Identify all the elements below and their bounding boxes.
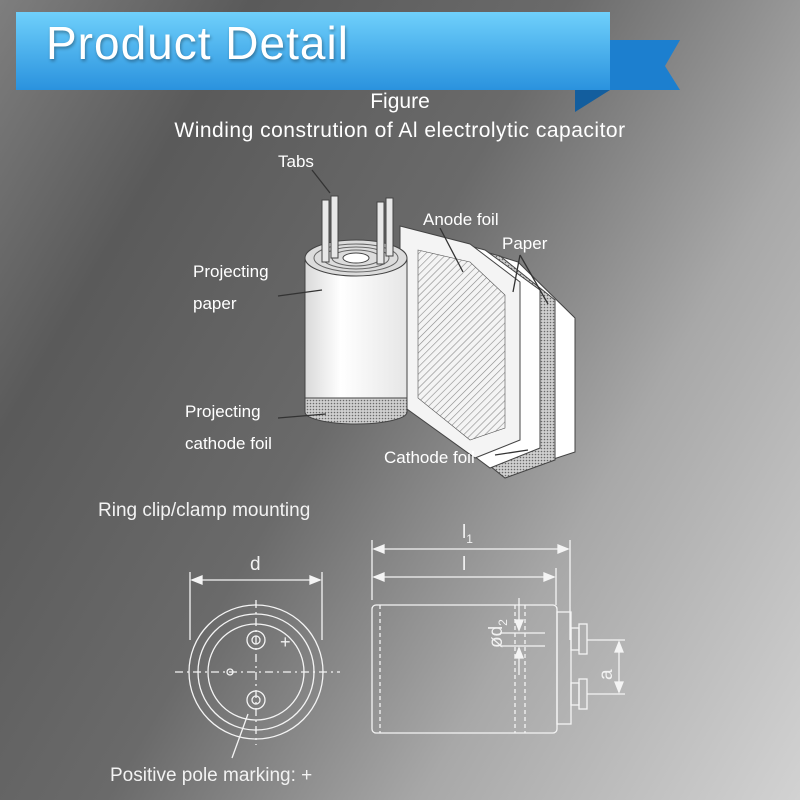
- dim-label-l: l: [462, 554, 467, 575]
- figure-subtitle: Winding constrution of Al electrolytic c…: [174, 119, 626, 142]
- winding-body: [304, 257, 408, 407]
- label-paper: Paper: [502, 234, 548, 253]
- banner-ribbon-fold: [575, 90, 610, 112]
- leader-lines: [277, 169, 549, 456]
- projecting-cathode-band: [304, 397, 408, 425]
- figure-heading: Figure: [370, 90, 430, 113]
- positive-pole-mark: +: [280, 632, 291, 652]
- label-tabs: Tabs: [278, 152, 314, 171]
- label-projecting-cathode-2: cathode foil: [185, 434, 272, 453]
- dim-label-d: d: [250, 554, 261, 575]
- dimension-d: [189, 572, 323, 640]
- end-view: [175, 600, 340, 759]
- label-projecting-paper-1: Projecting: [193, 262, 269, 281]
- dimension-l: [372, 568, 557, 605]
- dimension-od2: [500, 598, 545, 675]
- label-projecting-cathode-1: Projecting: [185, 402, 261, 421]
- label-projecting-paper-2: paper: [193, 294, 237, 313]
- dimension-l1: [371, 540, 571, 640]
- positive-pole-note: Positive pole marking: +: [110, 765, 313, 786]
- dim-label-l1: l1: [462, 522, 473, 546]
- banner-ribbon: [16, 12, 610, 90]
- anode-foil-hatch: [417, 249, 506, 441]
- mounting-title: Ring clip/clamp mounting: [98, 500, 311, 521]
- label-cathode-foil: Cathode foil: [384, 448, 475, 467]
- header-banner: [16, 12, 680, 112]
- dim-label-od2: ød2: [486, 619, 510, 648]
- side-view-body: [371, 604, 625, 734]
- winding-ring: [313, 243, 399, 273]
- winding-core: [342, 252, 370, 264]
- banner-title: Product Detail: [46, 17, 349, 69]
- dimension-a: [614, 640, 624, 694]
- dim-label-a: a: [596, 669, 617, 680]
- tabs: [321, 195, 394, 265]
- label-anode-foil: Anode foil: [423, 210, 499, 229]
